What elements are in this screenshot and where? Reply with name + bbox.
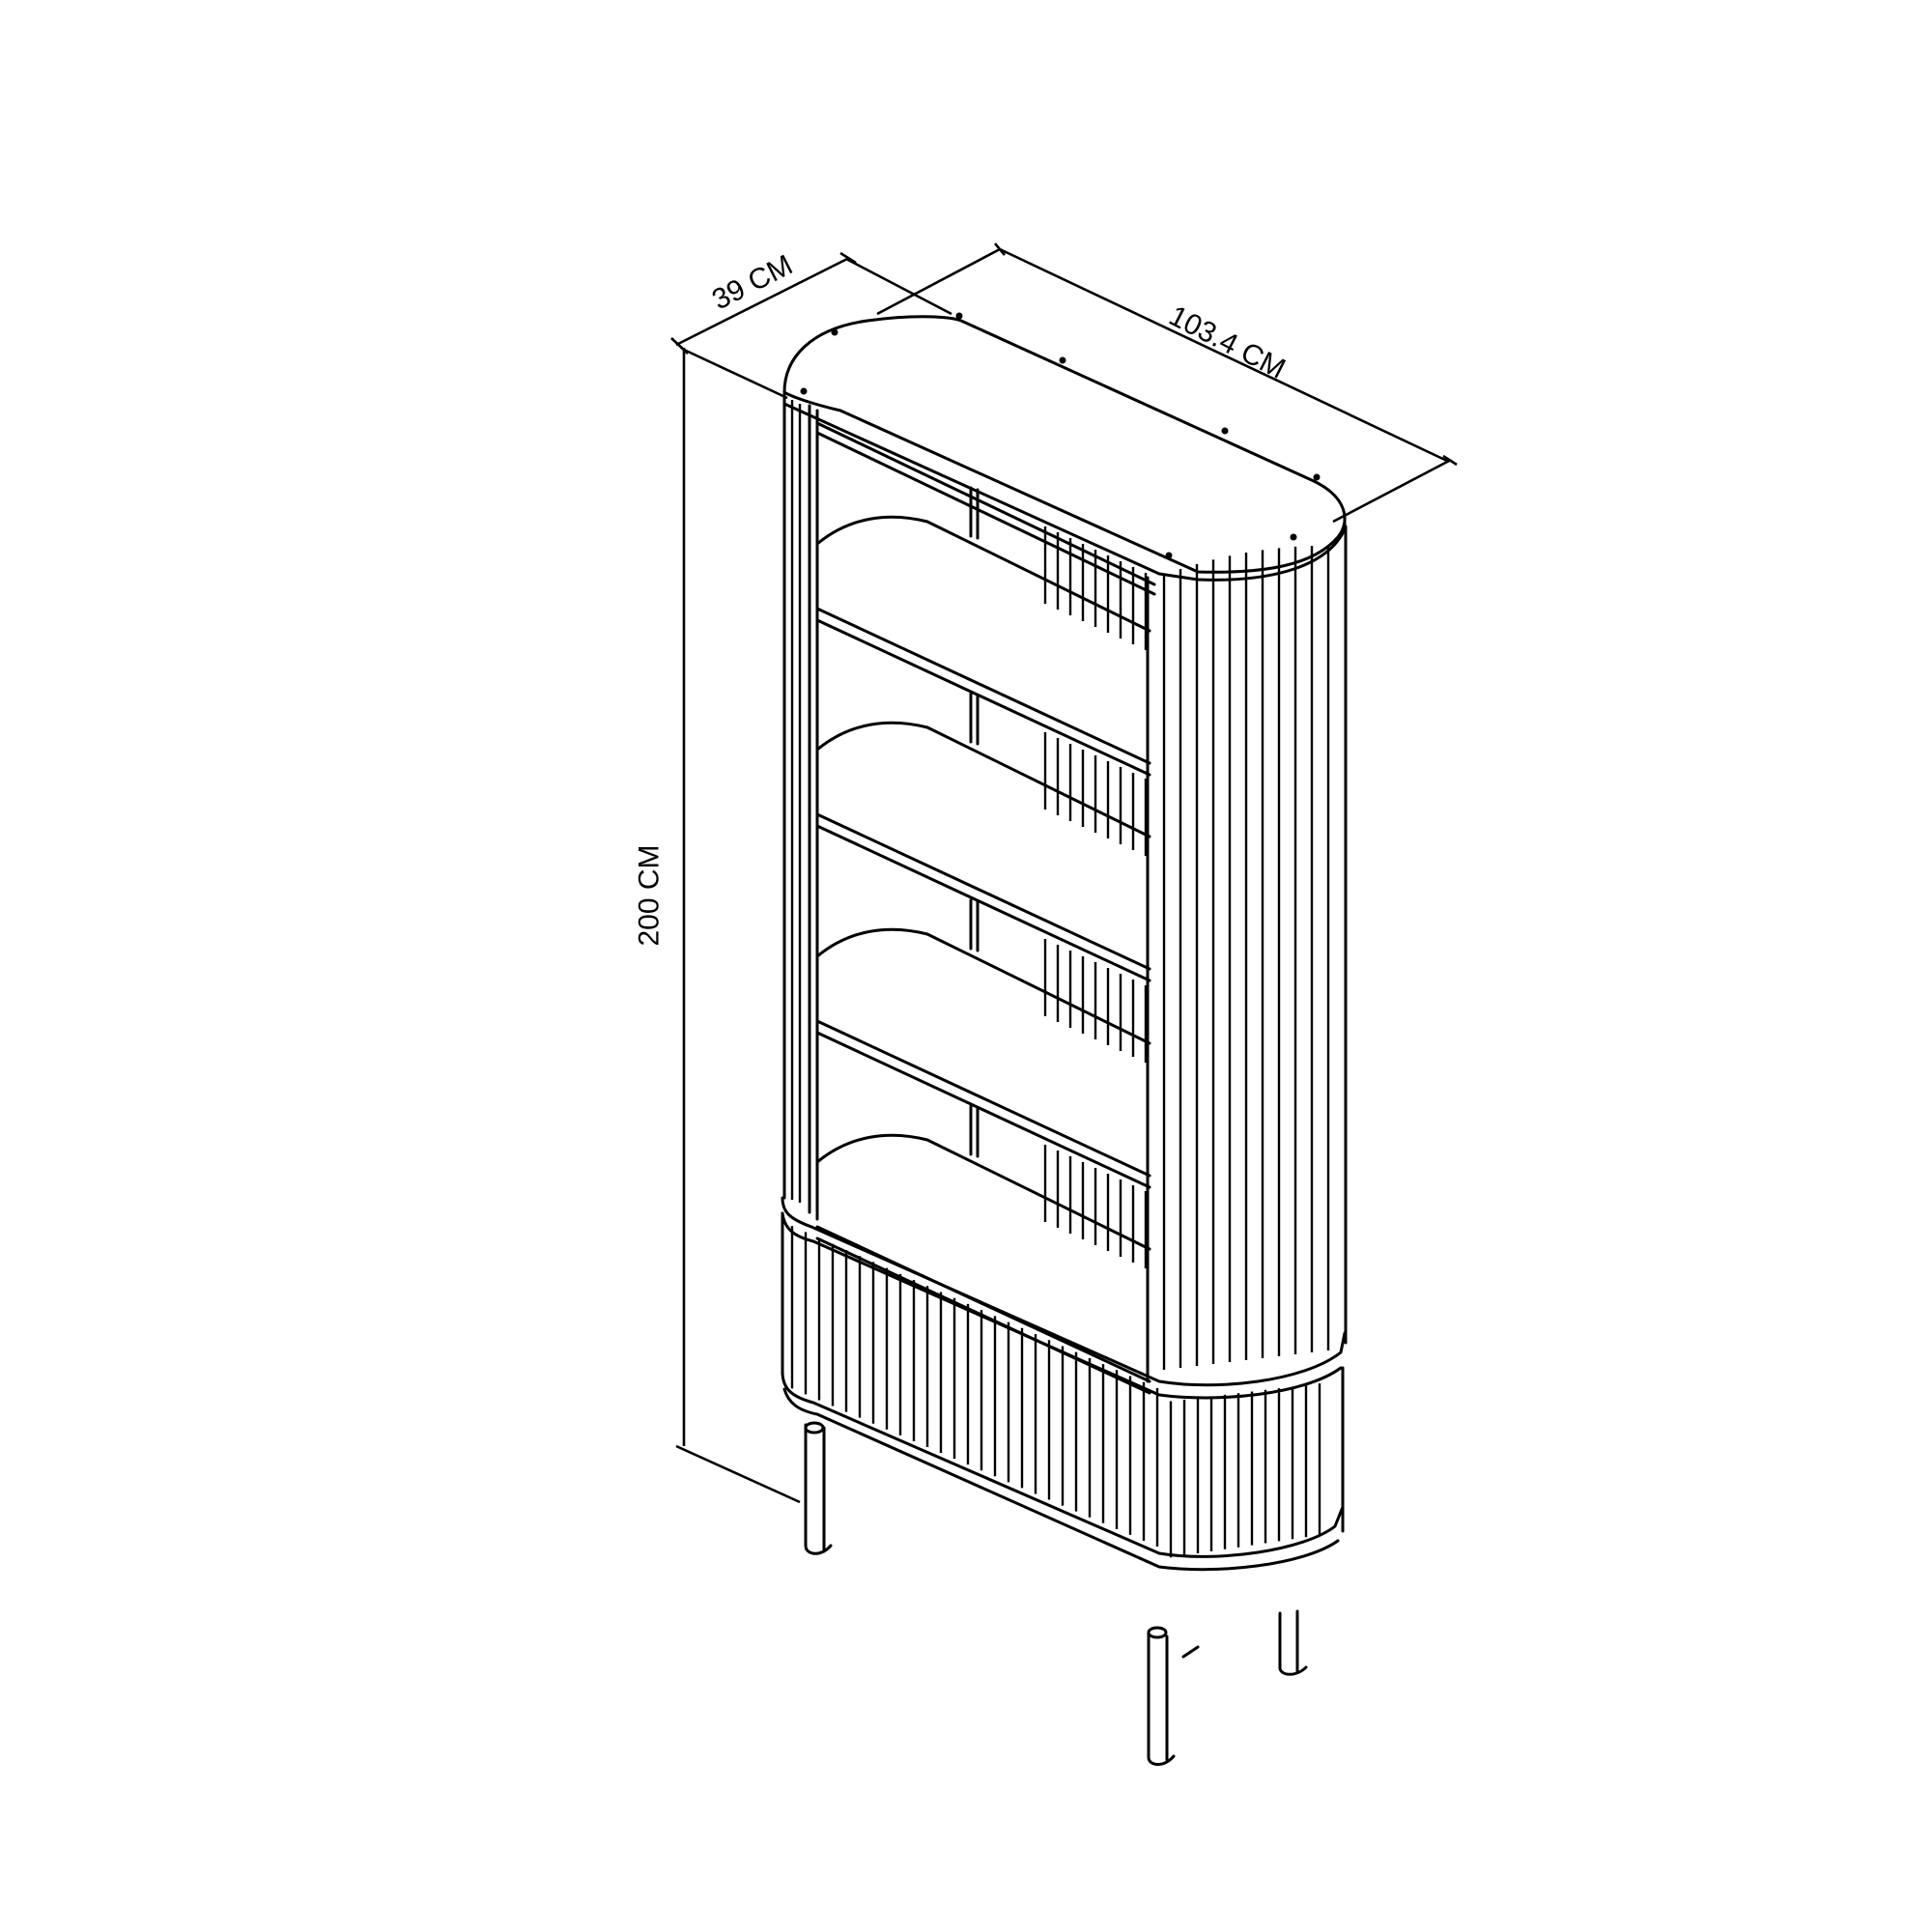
leg-front-right [1147, 1626, 1176, 1766]
width-dimension-line [876, 242, 1458, 524]
depth-dimension-line [670, 251, 952, 400]
height-dimension-label: 200 CM [633, 844, 666, 947]
legs [804, 1421, 1308, 1766]
leg-front-left [804, 1421, 833, 1555]
leg-back-right [1278, 1609, 1308, 1676]
mid-band [781, 1196, 1347, 1400]
height-dimension-line [675, 348, 801, 1504]
left-column [782, 392, 819, 1221]
right-fluted-side [1146, 525, 1348, 1383]
shelves [815, 486, 1151, 1395]
top-back-rail [815, 421, 1156, 596]
lower-cabinet [781, 1211, 1345, 1572]
